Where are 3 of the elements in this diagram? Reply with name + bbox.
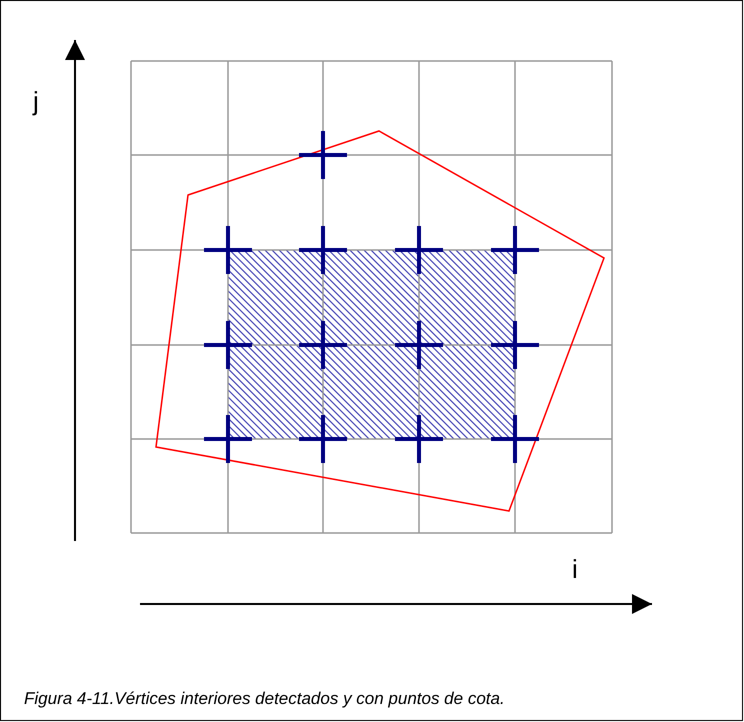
axis-label: j xyxy=(33,88,39,114)
figure-caption: Figura 4-11.Vértices interiores detectados y con puntos de cota. xyxy=(24,690,505,707)
axis-label: i xyxy=(572,556,578,582)
